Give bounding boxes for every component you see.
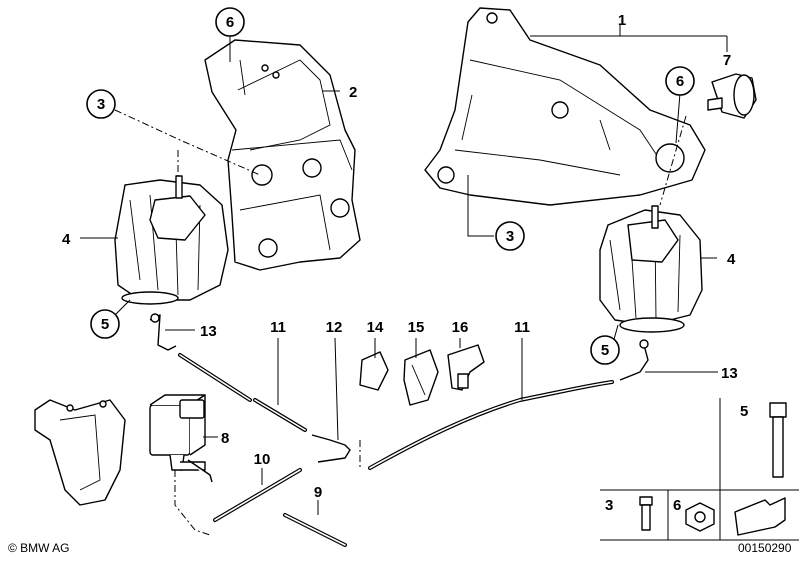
hoses (178, 353, 614, 547)
callout-10: 10 (254, 451, 271, 468)
callout-4-right: 4 (727, 251, 736, 268)
callout-11-left: 11 (270, 319, 286, 336)
svg-text:3: 3 (97, 96, 105, 113)
callout-6-right: 6 (665, 66, 695, 96)
callout-2: 2 (349, 84, 357, 101)
callout-3-right: 3 (495, 221, 525, 251)
svg-text:3: 3 (506, 228, 514, 245)
engine-mount-right (599, 205, 703, 333)
callout-5-left: 5 (90, 309, 120, 339)
copyright-text: © BMW AG (8, 541, 70, 555)
callout-1: 1 (618, 12, 626, 29)
callout-14: 14 (367, 319, 384, 336)
svg-text:6: 6 (676, 73, 684, 90)
legend-label-5: 5 (740, 403, 748, 420)
callout-12: 12 (326, 319, 343, 336)
callout-7: 7 (723, 52, 731, 69)
leader-lines (80, 24, 728, 536)
engine-mount-left (114, 175, 229, 305)
callout-5-right: 5 (590, 335, 620, 365)
callout-16: 16 (452, 319, 469, 336)
callout-9: 9 (314, 484, 322, 501)
engine-bracket-right (424, 7, 706, 206)
engine-bracket-left (204, 39, 361, 271)
svg-text:6: 6 (226, 14, 234, 31)
vacuum-valve (149, 394, 206, 471)
callout-6-left: 6 (215, 7, 245, 37)
callout-15: 15 (408, 319, 425, 336)
callout-4-left: 4 (62, 231, 71, 248)
callout-13-left: 13 (200, 323, 217, 340)
callout-13-right: 13 (721, 365, 738, 382)
legend-label-6: 6 (673, 497, 681, 514)
svg-text:5: 5 (101, 316, 109, 333)
mounting-plate (34, 399, 126, 506)
rubber-buffer (707, 73, 757, 119)
callout-3-left: 3 (86, 89, 116, 119)
hose-connectors (149, 313, 649, 483)
diagram-id: 00150290 (738, 541, 792, 555)
clips (359, 344, 485, 406)
svg-text:5: 5 (601, 342, 609, 359)
legend-hardware (600, 398, 799, 541)
callout-8: 8 (221, 430, 229, 447)
callout-11-right: 11 (514, 319, 530, 336)
legend-label-3: 3 (605, 497, 613, 514)
